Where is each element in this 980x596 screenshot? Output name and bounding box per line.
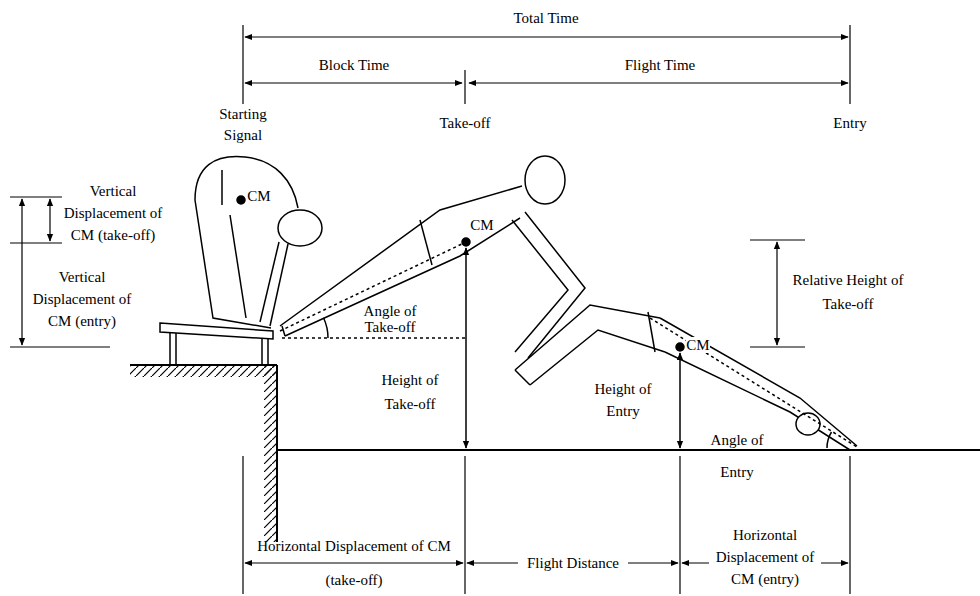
dimension-label: Horizontal Displacement of CM (entry) xyxy=(709,524,821,590)
pool-deck-and-wall-part xyxy=(264,366,276,542)
vertical-displacement-lines-part xyxy=(21,199,22,345)
swimmer-on-block-part xyxy=(195,200,271,328)
swimmer-take-off-part xyxy=(525,156,565,204)
horizontal-dimension-lines-part xyxy=(464,456,465,594)
starting-block-part xyxy=(169,333,171,365)
angle-label: Angle of Entry xyxy=(702,424,772,488)
event-label: Entry xyxy=(810,113,890,133)
swimmer-on-block-part xyxy=(278,210,322,246)
pool-deck-and-wall xyxy=(130,365,980,542)
swimmer-entry-part xyxy=(827,432,832,448)
swimmer-on-block xyxy=(195,157,322,328)
relative-height-bracket xyxy=(750,240,805,347)
event-label: Take-off xyxy=(415,113,515,133)
vertical-displacement-lines-part xyxy=(10,346,110,347)
angle-label: Angle of Take-off xyxy=(350,303,430,335)
relative-height-bracket-part xyxy=(776,242,777,345)
starting-block xyxy=(160,323,273,365)
vertical-displacement-lines-part xyxy=(49,199,50,241)
time-dimension-lines xyxy=(243,25,850,104)
dimension-label: Vertical Displacement of CM (take-off) xyxy=(57,180,169,246)
swimmer-on-block-part xyxy=(195,157,298,208)
dimension-label: Height of Entry xyxy=(587,378,659,422)
swimmer-take-off xyxy=(280,156,585,448)
time-dimension-lines-part xyxy=(849,25,850,104)
swimmer-take-off-part xyxy=(465,248,467,448)
swimmer-take-off-part xyxy=(285,218,520,336)
pool-deck-and-wall-part xyxy=(130,366,276,377)
vertical-displacement-lines-part xyxy=(10,242,62,243)
swimmer-on-block-part xyxy=(260,242,279,322)
time-label: Block Time xyxy=(289,55,419,75)
time-label: Total Time xyxy=(481,8,611,28)
swimmer-entry-part xyxy=(650,318,857,447)
pool-deck-and-wall-part xyxy=(276,365,278,542)
cm-label: CM xyxy=(686,337,710,353)
cm-label: CM xyxy=(247,188,271,204)
time-dimension-lines-part xyxy=(469,82,848,83)
time-dimension-lines-part xyxy=(242,25,243,104)
swimmer-entry-part xyxy=(660,318,857,446)
horizontal-dimension-lines-part xyxy=(679,456,680,594)
time-dimension-lines-part xyxy=(245,36,848,37)
dimension-label: Height of Take-off xyxy=(370,368,450,416)
event-label: Starting Signal xyxy=(203,104,283,146)
starting-block-part xyxy=(261,338,263,365)
cm-label: CM xyxy=(470,217,494,233)
time-dimension-lines-part xyxy=(245,82,462,83)
swimmer-take-off-part xyxy=(324,318,329,338)
swimmer-entry-part xyxy=(676,343,684,351)
pool-deck-and-wall-part xyxy=(130,364,277,366)
time-label: Flight Time xyxy=(595,55,725,75)
swimmer-on-block-part xyxy=(237,196,245,204)
starting-block-part xyxy=(175,333,177,365)
swimmer-entry-part xyxy=(679,353,681,448)
swimmer-take-off-part xyxy=(282,326,285,336)
dimension-label: Vertical Displacement of CM (entry) xyxy=(32,266,132,332)
dimension-label: Relative Height of Take-off xyxy=(789,268,907,316)
swimmer-entry xyxy=(515,305,857,450)
horizontal-dimension-lines-part xyxy=(849,456,850,594)
swimmer-on-block-part xyxy=(230,215,246,318)
swimmer-take-off-part xyxy=(462,238,470,246)
swimmer-entry-part xyxy=(648,312,655,352)
vertical-displacement-lines-part xyxy=(10,196,62,197)
pool-deck-and-wall-part xyxy=(277,449,980,451)
swimmer-entry-part xyxy=(515,370,530,385)
swimmer-on-block-part xyxy=(270,244,288,326)
dimension-label: Horizontal Displacement of CM (take-off) xyxy=(254,529,454,596)
swimmer-take-off-part xyxy=(420,220,432,265)
horizontal-dimension-lines-part xyxy=(245,562,463,563)
swimmer-entry-part xyxy=(515,305,660,370)
relative-height-bracket-part xyxy=(750,239,805,240)
swimmer-take-off-part xyxy=(282,337,466,339)
swimmer-on-block-part xyxy=(221,170,223,205)
horizontal-dimension-lines-part xyxy=(242,456,243,594)
dimension-label: Flight Distance xyxy=(518,554,628,572)
starting-block-part xyxy=(267,338,269,365)
relative-height-bracket-part xyxy=(750,346,805,347)
time-dimension-lines-part xyxy=(464,70,465,104)
swimmer-entry-part xyxy=(530,330,665,385)
